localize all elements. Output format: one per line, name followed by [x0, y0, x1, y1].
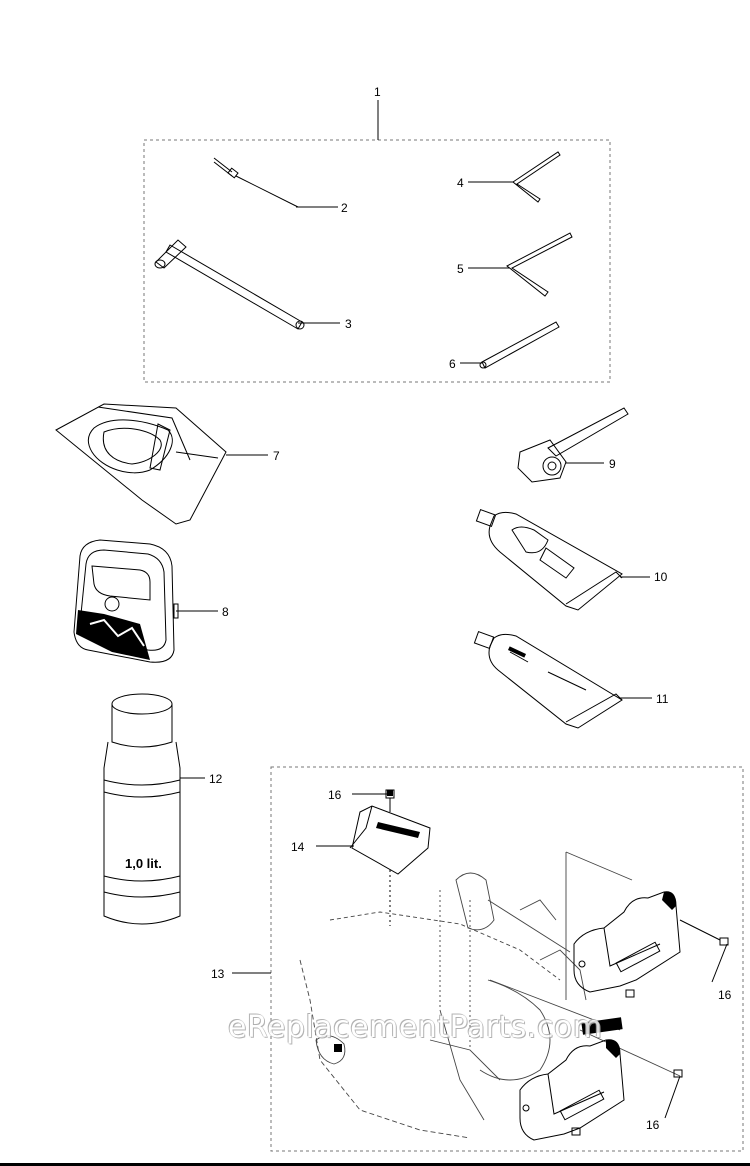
callout-3: 3 [345, 317, 352, 331]
part-spanner [517, 407, 629, 483]
watermark: eReplacementParts.com [228, 1010, 603, 1045]
callout-16-right: 16 [718, 988, 732, 1002]
callout-12: 12 [209, 772, 223, 786]
callout-14: 14 [291, 840, 305, 854]
kit-box-top [143, 139, 611, 383]
callout-10: 10 [654, 570, 668, 584]
part-hex-key-small [512, 151, 561, 203]
bottom-rule [0, 1163, 750, 1166]
callout-8: 8 [222, 605, 229, 619]
part-saw-body [299, 851, 681, 1139]
kit-box-bottom [270, 766, 744, 1152]
part-cover-plate [349, 789, 431, 926]
callout-1: 1 [374, 85, 381, 99]
part-clutch-cover-upper [573, 891, 729, 998]
part-hex-key-large [506, 232, 573, 297]
part-pin [213, 157, 299, 208]
bottle-volume-label: 1,0 lit. [125, 856, 162, 871]
callout-6: 6 [449, 357, 456, 371]
callout-7: 7 [273, 449, 280, 463]
part-t-wrench [154, 239, 305, 330]
part-oil-bottle [103, 693, 181, 925]
callout-13: 13 [211, 967, 225, 981]
part-tube-a [475, 508, 623, 611]
part-rod [479, 321, 560, 369]
callout-9: 9 [609, 457, 616, 471]
part-tube-b [473, 630, 623, 729]
part-tool-bag [55, 403, 227, 525]
callout-4: 4 [457, 176, 464, 190]
callout-16-top: 16 [328, 788, 342, 802]
callout-11: 11 [656, 692, 669, 706]
callout-16-bottom: 16 [646, 1118, 660, 1132]
filter-logo [76, 610, 150, 660]
callout-5: 5 [457, 262, 464, 276]
callout-2: 2 [341, 201, 348, 215]
